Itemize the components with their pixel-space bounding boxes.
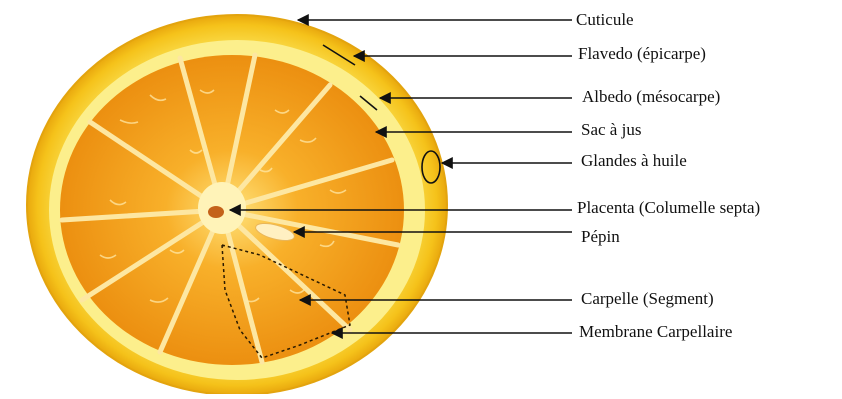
placenta-core xyxy=(198,182,246,234)
label-cuticule: Cuticule xyxy=(576,10,634,30)
label-albedo: Albedo (mésocarpe) xyxy=(582,87,720,107)
label-flavedo: Flavedo (épicarpe) xyxy=(578,44,706,64)
label-carpelle: Carpelle (Segment) xyxy=(581,289,714,309)
label-sac: Sac à jus xyxy=(581,120,641,140)
placenta-center xyxy=(208,206,224,218)
label-pepin: Pépin xyxy=(581,227,620,247)
label-placenta: Placenta (Columelle septa) xyxy=(577,198,760,218)
label-glandes: Glandes à huile xyxy=(581,151,687,171)
label-membrane: Membrane Carpellaire xyxy=(579,322,732,342)
